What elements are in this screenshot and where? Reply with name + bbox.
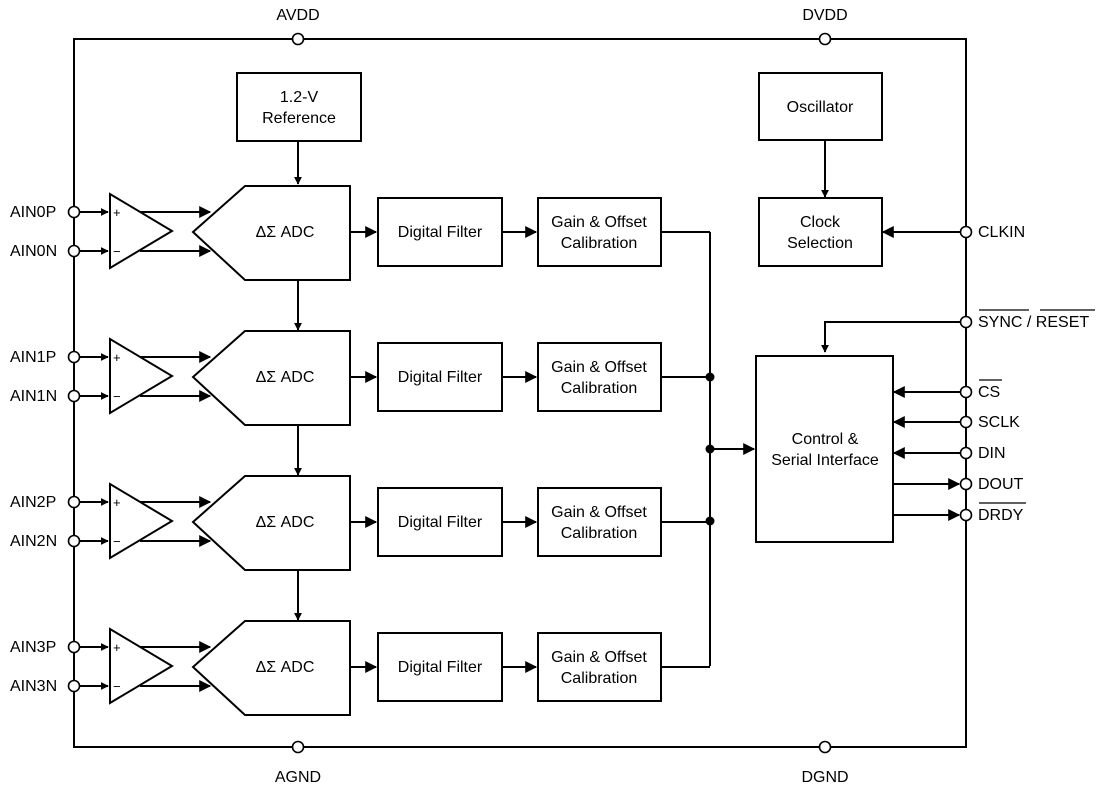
ain3n-label: AIN3N bbox=[10, 678, 57, 695]
sync-label: SYNC bbox=[978, 314, 1022, 331]
ain0n-label: AIN0N bbox=[10, 243, 57, 260]
amplifier-minus-sign-1: − bbox=[113, 389, 121, 404]
oscillator-block bbox=[758, 72, 883, 141]
sync-wire bbox=[821, 321, 960, 353]
calibration-block-3 bbox=[537, 632, 662, 702]
calibration-label-line2-0: Calibration bbox=[561, 235, 637, 252]
control-block bbox=[755, 355, 894, 543]
digital-filter-label-2: Digital Filter bbox=[398, 514, 483, 531]
dgnd-pin bbox=[818, 740, 832, 754]
ain1n-label: AIN1N bbox=[10, 388, 57, 405]
cs-pin bbox=[959, 385, 973, 399]
dvdd-label: DVDD bbox=[802, 7, 847, 24]
ain0p-label: AIN0P bbox=[10, 204, 56, 221]
din-label: DIN bbox=[978, 445, 1006, 462]
ain1p-label: AIN1P bbox=[10, 349, 56, 366]
calibration-block-1 bbox=[537, 342, 662, 412]
dgnd-label: DGND bbox=[801, 769, 848, 786]
ain2p-label: AIN2P bbox=[10, 494, 56, 511]
avdd-pin bbox=[291, 32, 305, 46]
digital-filter-block-1 bbox=[377, 342, 503, 412]
calibration-label-line1-0: Gain & Offset bbox=[551, 214, 647, 231]
ain0p-pin bbox=[67, 205, 81, 219]
digital-filter-block-0 bbox=[377, 197, 503, 267]
din-pin bbox=[959, 446, 973, 460]
ain1n-pin bbox=[67, 389, 81, 403]
sclk-pin bbox=[959, 415, 973, 429]
calibration-label-line1-3: Gain & Offset bbox=[551, 649, 647, 666]
amplifier-plus-sign-3: + bbox=[113, 640, 121, 655]
amplifier-minus-sign-2: − bbox=[113, 534, 121, 549]
agnd-pin bbox=[291, 740, 305, 754]
amplifier-minus-sign-3: − bbox=[113, 679, 121, 694]
clock-selection-line1: Clock bbox=[800, 214, 841, 231]
ain3n-pin bbox=[67, 679, 81, 693]
control-label-line2: Serial Interface bbox=[771, 452, 879, 469]
dout-pin bbox=[959, 477, 973, 491]
amplifier-plus-sign-2: + bbox=[113, 495, 121, 510]
reference-block bbox=[236, 72, 362, 142]
control-label-line1: Control & bbox=[792, 431, 859, 448]
calibration-label-line2-1: Calibration bbox=[561, 380, 637, 397]
avdd-label: AVDD bbox=[276, 7, 319, 24]
sync-pin bbox=[959, 315, 973, 329]
clock-selection-line2: Selection bbox=[787, 235, 853, 252]
oscillator-label: Oscillator bbox=[787, 99, 854, 116]
calibration-label-line1-2: Gain & Offset bbox=[551, 504, 647, 521]
amplifier-plus-sign-1: + bbox=[113, 350, 121, 365]
digital-filter-label-0: Digital Filter bbox=[398, 224, 483, 241]
ain0n-pin bbox=[67, 244, 81, 258]
ain3p-label: AIN3P bbox=[10, 639, 56, 656]
dvdd-pin bbox=[818, 32, 832, 46]
reference-label-line1: 1.2-V bbox=[280, 89, 319, 106]
digital-filter-label-3: Digital Filter bbox=[398, 659, 483, 676]
adc-label-1: ΔΣ ADC bbox=[256, 369, 315, 386]
ain1p-pin bbox=[67, 350, 81, 364]
adc-label-0: ΔΣ ADC bbox=[256, 224, 315, 241]
clkin-pin bbox=[959, 225, 973, 239]
calibration-block-2 bbox=[537, 487, 662, 557]
calibration-label-line2-3: Calibration bbox=[561, 670, 637, 687]
adc-label-2: ΔΣ ADC bbox=[256, 514, 315, 531]
ain2p-pin bbox=[67, 495, 81, 509]
sync-reset-label: SYNC / RESET bbox=[978, 314, 1089, 331]
dout-label: DOUT bbox=[978, 476, 1024, 493]
bus-junction-2 bbox=[705, 444, 715, 454]
drdy-pin bbox=[959, 508, 973, 522]
adc-label-3: ΔΣ ADC bbox=[256, 659, 315, 676]
calibration-label-line1-1: Gain & Offset bbox=[551, 359, 647, 376]
ain3p-pin bbox=[67, 640, 81, 654]
calibration-label-line2-2: Calibration bbox=[561, 525, 637, 542]
clkin-label: CLKIN bbox=[978, 224, 1025, 241]
digital-filter-label-1: Digital Filter bbox=[398, 369, 483, 386]
calibration-block-0 bbox=[537, 197, 662, 267]
sclk-label: SCLK bbox=[978, 414, 1020, 431]
cs-label: CS bbox=[978, 384, 1000, 401]
agnd-label: AGND bbox=[275, 769, 321, 786]
clock-selection-block bbox=[758, 197, 883, 267]
amplifier-plus-sign-0: + bbox=[113, 205, 121, 220]
digital-filter-block-3 bbox=[377, 632, 503, 702]
ain2n-label: AIN2N bbox=[10, 533, 57, 550]
sync-separator: / bbox=[1022, 314, 1035, 331]
drdy-label: DRDY bbox=[978, 507, 1024, 524]
ain2n-pin bbox=[67, 534, 81, 548]
reset-label: RESET bbox=[1036, 314, 1090, 331]
amplifier-minus-sign-0: − bbox=[113, 244, 121, 259]
reference-label-line2: Reference bbox=[262, 110, 336, 127]
